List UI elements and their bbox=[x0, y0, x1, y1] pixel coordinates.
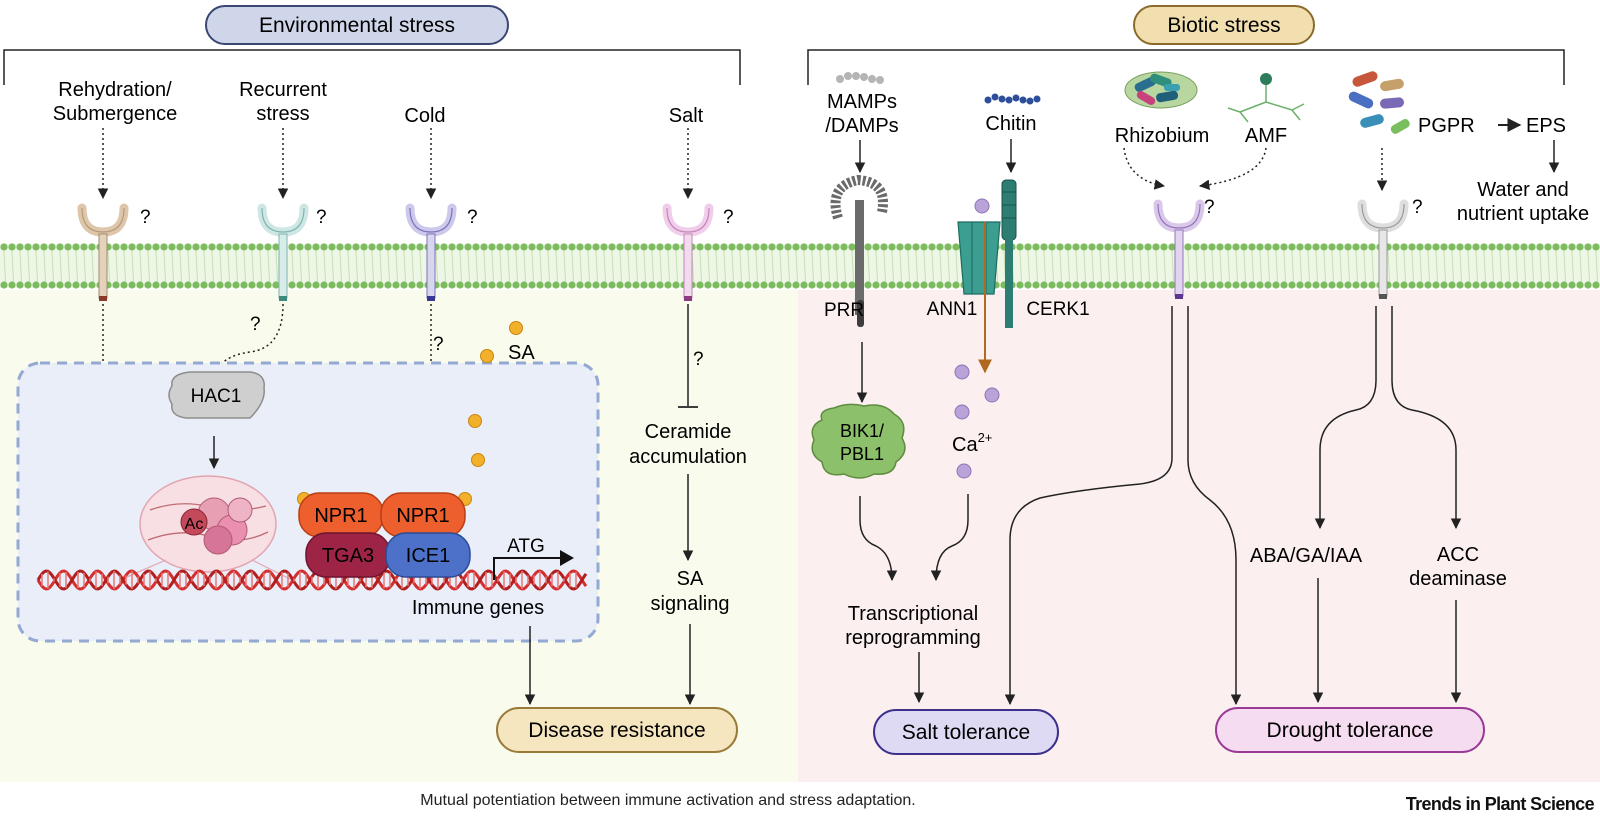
figure-caption: Mutual potentiation between immune activ… bbox=[420, 792, 915, 809]
ice1-protein: ICE1 bbox=[385, 532, 471, 578]
env-bracket bbox=[3, 49, 741, 85]
receptor-salt bbox=[662, 203, 714, 301]
arrow-amf-to-receptor bbox=[1198, 147, 1267, 190]
sa-label: SA bbox=[508, 342, 535, 364]
acc-line2: deaminase bbox=[1409, 568, 1507, 590]
stimulus-rehydration-line2: Submergence bbox=[53, 103, 178, 125]
npr1-right: NPR1 bbox=[380, 492, 466, 538]
question-mark: ? bbox=[467, 207, 478, 228]
stimulus-cold: Cold bbox=[404, 105, 445, 127]
question-mark: ? bbox=[316, 207, 327, 228]
acc-line1: ACC bbox=[1437, 544, 1479, 566]
sa-signaling-line1: SA bbox=[677, 568, 704, 590]
water-line1: Water and bbox=[1477, 179, 1569, 201]
journal-logo: Trends in Plant Science bbox=[1406, 794, 1595, 814]
ann1-label: ANN1 bbox=[927, 299, 978, 320]
prr-label: PRR bbox=[824, 300, 864, 321]
question-mark: ? bbox=[723, 207, 734, 228]
prr-receptor bbox=[830, 174, 888, 327]
env-header: Environmental stress bbox=[205, 5, 509, 45]
ceramide-line2: accumulation bbox=[629, 446, 747, 468]
question-mark: ? bbox=[693, 349, 704, 370]
stimulus-rehydration-line1: Rehydration/ bbox=[58, 79, 172, 101]
water-line2: nutrient uptake bbox=[1457, 203, 1589, 225]
acetyl-label: Ac bbox=[185, 516, 204, 533]
stimulus-recurrent-line2: stress bbox=[256, 103, 309, 125]
pgpr-icon bbox=[1348, 71, 1410, 134]
nucleosome: Ac bbox=[139, 475, 277, 573]
svg-text:HAC1: HAC1 bbox=[191, 386, 242, 407]
arrow-symbiont-to-drought bbox=[1187, 306, 1242, 706]
chitin-icon bbox=[984, 93, 1041, 105]
svg-text:TGA3: TGA3 bbox=[322, 545, 374, 567]
receptor-recurrent bbox=[257, 203, 309, 301]
hac1-protein: HAC1 bbox=[168, 371, 265, 419]
bik1-line2: PBL1 bbox=[840, 444, 884, 464]
transcriptional-line1: Transcriptional bbox=[848, 603, 978, 625]
mamps-icon bbox=[836, 72, 884, 84]
question-mark: ? bbox=[1412, 197, 1423, 218]
transcriptional-line2: reprogramming bbox=[845, 627, 981, 649]
tss-arrow bbox=[493, 557, 560, 580]
stimulus-salt: Salt bbox=[669, 105, 704, 127]
atg-label: ATG bbox=[507, 536, 545, 557]
mamps-line2: /DAMPs bbox=[825, 115, 898, 137]
rhizobium-icon bbox=[1124, 71, 1198, 109]
arrow-pgpr-to-acc bbox=[1391, 306, 1462, 530]
question-mark: ? bbox=[433, 334, 444, 355]
arrow-bik1-to-transcriptional bbox=[859, 496, 898, 582]
calcium-ions bbox=[954, 198, 1000, 479]
bik1-pbl1-protein: BIK1/ PBL1 bbox=[811, 403, 906, 479]
immune-genes-label: Immune genes bbox=[412, 597, 544, 619]
arrow-rhizobium-to-receptor bbox=[1123, 147, 1166, 190]
svg-text:Drought tolerance: Drought tolerance bbox=[1267, 719, 1434, 742]
svg-text:Salt tolerance: Salt tolerance bbox=[902, 721, 1030, 744]
mamps-line1: MAMPs bbox=[827, 91, 897, 113]
tss-arrowhead bbox=[560, 550, 574, 566]
biotic-cytoplasm bbox=[798, 290, 1600, 782]
eps-label: EPS bbox=[1526, 115, 1566, 137]
question-mark: ? bbox=[1204, 197, 1215, 218]
disease-resistance-box: Disease resistance bbox=[496, 707, 738, 753]
receptor-rehydration bbox=[77, 203, 129, 301]
amf-label: AMF bbox=[1245, 125, 1287, 147]
question-mark: ? bbox=[140, 207, 151, 228]
receptor-symbiont bbox=[1153, 199, 1205, 299]
drought-tolerance-box: Drought tolerance bbox=[1215, 707, 1485, 753]
svg-text:Environmental stress: Environmental stress bbox=[259, 14, 455, 37]
svg-text:NPR1: NPR1 bbox=[314, 505, 367, 527]
arrow-calcium-to-transcriptional bbox=[930, 494, 969, 582]
question-mark: ? bbox=[250, 314, 261, 335]
salt-tolerance-box: Salt tolerance bbox=[873, 709, 1059, 755]
calcium-label: Ca2+ bbox=[952, 430, 992, 456]
amf-icon bbox=[1227, 73, 1305, 123]
aba-ga-iaa-label: ABA/GA/IAA bbox=[1250, 545, 1363, 567]
svg-text:Biotic stress: Biotic stress bbox=[1167, 14, 1280, 37]
svg-text:Disease resistance: Disease resistance bbox=[528, 719, 705, 742]
biotic-bracket bbox=[807, 49, 1565, 85]
svg-text:NPR1: NPR1 bbox=[396, 505, 449, 527]
svg-text:ICE1: ICE1 bbox=[406, 545, 450, 567]
plasma-membrane bbox=[0, 243, 1600, 289]
chitin-label: Chitin bbox=[985, 113, 1036, 135]
tga3-protein: TGA3 bbox=[305, 532, 391, 578]
pgpr-label: PGPR bbox=[1418, 115, 1475, 137]
stimulus-recurrent-line1: Recurrent bbox=[239, 79, 327, 101]
arrow-pgpr-to-hormones bbox=[1314, 306, 1377, 530]
cerk1-receptor bbox=[1001, 179, 1017, 328]
ceramide-line1: Ceramide bbox=[645, 421, 732, 443]
biotic-header: Biotic stress bbox=[1133, 5, 1315, 45]
sa-signaling-line2: signaling bbox=[651, 593, 730, 615]
arrow-symbiont-to-salt bbox=[1004, 306, 1173, 706]
nucleosome-callout bbox=[119, 559, 293, 581]
receptor-cold bbox=[405, 203, 457, 301]
receptor-pgpr bbox=[1357, 199, 1409, 299]
npr1-left: NPR1 bbox=[298, 492, 384, 538]
ann1-channel bbox=[957, 221, 1001, 295]
rhizobium-label: Rhizobium bbox=[1115, 125, 1209, 147]
cerk1-label: CERK1 bbox=[1026, 299, 1089, 320]
bik1-line1: BIK1/ bbox=[840, 421, 884, 441]
